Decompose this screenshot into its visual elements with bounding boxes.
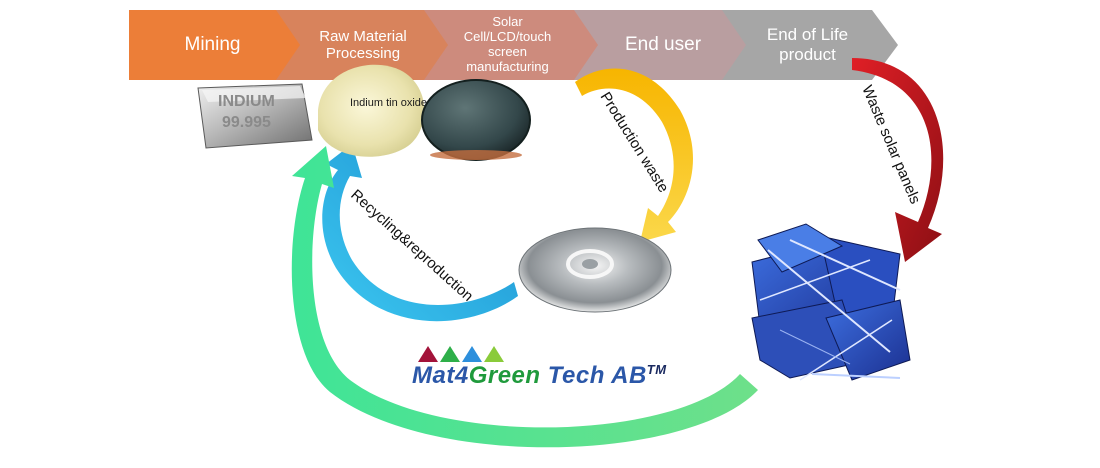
indium-tin-oxide-powder-image: Indium tin oxide	[318, 64, 427, 157]
stage-raw-material-label: Raw Material Processing	[298, 10, 428, 80]
logo-trademark: TM	[646, 362, 667, 377]
stage-end-of-life-label: End of Life product	[740, 10, 875, 80]
ito-wafer-image	[421, 79, 531, 161]
waste-solar-cells-image	[751, 223, 911, 381]
process-flow	[129, 10, 898, 80]
logo-part-tech-ab: Tech AB	[540, 362, 647, 389]
mat4green-logo-mark	[418, 346, 504, 362]
mat4green-logo-text: Mat4Green Tech ABTM	[412, 362, 667, 390]
indium-ingot-image: INDIUM 99.995	[197, 83, 313, 149]
recovered-indium-disc-image	[518, 227, 672, 313]
logo-triangle-blue	[462, 346, 482, 362]
svg-text:Indium tin oxide: Indium tin oxide	[350, 97, 427, 109]
stage-raw-material-text: Raw Material Processing	[319, 27, 407, 62]
stage-end-user-text: End user	[624, 34, 702, 56]
stage-end-user-label: End user	[588, 10, 738, 80]
logo-triangle-lime	[484, 346, 504, 362]
long-recycling-arrow	[291, 146, 758, 448]
stage-end-of-life-text: End of Life product	[766, 25, 849, 64]
stage-raw-material-chevron	[276, 10, 450, 80]
stage-end-user-chevron	[574, 10, 748, 80]
svg-text:INDIUM: INDIUM	[218, 93, 275, 110]
stage-manufacturing-chevron	[424, 10, 600, 80]
logo-triangle-green	[440, 346, 460, 362]
logo-triangle-red	[418, 346, 438, 362]
recycling-arrow	[322, 144, 518, 322]
logo-part-mat4: Mat4	[412, 362, 469, 389]
stage-manufacturing-text: Solar Cell/LCD/touch screen manufacturin…	[463, 14, 552, 74]
logo-part-green: Green	[468, 362, 541, 389]
stage-mining-text: Mining	[184, 34, 241, 56]
stage-mining-label: Mining	[130, 10, 295, 80]
stage-mining-chevron	[129, 10, 302, 80]
svg-text:99.995: 99.995	[222, 114, 271, 131]
production-waste-arrow	[575, 68, 693, 242]
waste-solar-panels-arrow	[852, 58, 944, 262]
stage-manufacturing-label: Solar Cell/LCD/touch screen manufacturin…	[440, 6, 575, 84]
